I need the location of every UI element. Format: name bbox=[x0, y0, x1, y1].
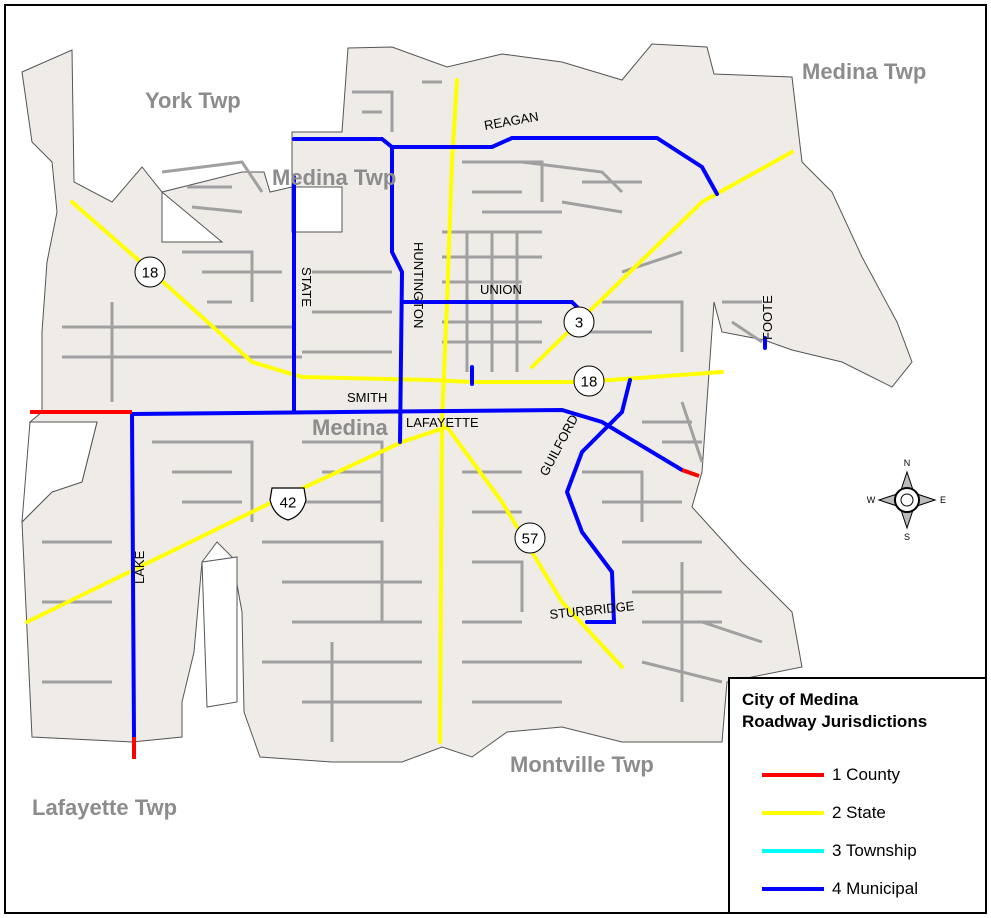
legend-item-state: 2 State bbox=[762, 803, 886, 823]
legend-title-line2: Roadway Jurisdictions bbox=[742, 712, 928, 731]
svg-text:18: 18 bbox=[142, 265, 159, 282]
legend-title-line1: City of Medina bbox=[742, 690, 859, 709]
street-label-state: STATE bbox=[299, 267, 314, 307]
legend-swatch-state bbox=[762, 811, 824, 815]
svg-text:42: 42 bbox=[280, 495, 297, 512]
minor-streets bbox=[42, 80, 763, 742]
city-map[interactable]: York Twp Medina Twp Medina Twp Lafayette… bbox=[6, 6, 987, 914]
legend-item-municipal: 4 Municipal bbox=[762, 879, 918, 899]
svg-text:18: 18 bbox=[581, 374, 598, 391]
legend-title: City of Medina Roadway Jurisdictions bbox=[742, 689, 927, 733]
legend-label-county: 1 County bbox=[832, 765, 901, 784]
township-label-medina-northeast: Medina Twp bbox=[802, 59, 926, 84]
county-routes[interactable] bbox=[30, 410, 700, 759]
us-route-shield-42: 42 bbox=[269, 487, 307, 521]
legend-swatch-municipal bbox=[762, 887, 824, 891]
township-label-montville: Montville Twp bbox=[510, 752, 654, 777]
route-shield-18-west: 18 bbox=[134, 256, 166, 288]
city-label-medina: Medina bbox=[312, 415, 389, 440]
street-label-smith: SMITH bbox=[347, 390, 387, 405]
township-label-york: York Twp bbox=[145, 88, 241, 113]
svg-text:3: 3 bbox=[575, 315, 583, 332]
legend-item-county: 1 County bbox=[762, 765, 900, 785]
city-boundary bbox=[21, 43, 913, 763]
street-label-union: UNION bbox=[480, 282, 522, 297]
legend-label-state: 2 State bbox=[832, 803, 886, 822]
svg-text:E: E bbox=[940, 495, 946, 505]
street-label-huntington: HUNTINGTON bbox=[411, 242, 426, 328]
street-label-lafayette: LAFAYETTE bbox=[406, 415, 479, 430]
york-cutout bbox=[161, 190, 224, 243]
route-shield-57: 57 bbox=[514, 522, 546, 554]
township-label-medina-center: Medina Twp bbox=[272, 165, 396, 190]
svg-text:57: 57 bbox=[522, 531, 539, 548]
legend-swatch-township bbox=[762, 849, 824, 853]
svg-text:S: S bbox=[904, 532, 910, 542]
legend-item-township: 3 Township bbox=[762, 841, 917, 861]
legend-label-township: 3 Township bbox=[832, 841, 917, 860]
street-label-lake: LAKE bbox=[132, 550, 147, 584]
svg-text:W: W bbox=[867, 495, 876, 505]
township-label-lafayette: Lafayette Twp bbox=[32, 795, 177, 820]
municipal-routes[interactable] bbox=[130, 136, 767, 739]
street-label-foote: FOOTE bbox=[760, 295, 775, 340]
route-shield-3: 3 bbox=[563, 306, 595, 338]
route-shield-18-east: 18 bbox=[573, 365, 605, 397]
state-cutout bbox=[291, 186, 343, 233]
west-cutout bbox=[21, 421, 98, 524]
compass-rose: N S E W bbox=[867, 458, 946, 542]
map-frame: York Twp Medina Twp Medina Twp Lafayette… bbox=[4, 4, 987, 914]
legend-label-municipal: 4 Municipal bbox=[832, 879, 918, 898]
legend-swatch-county bbox=[762, 773, 824, 777]
legend: City of Medina Roadway Jurisdictions 1 C… bbox=[728, 677, 985, 912]
svg-text:N: N bbox=[904, 458, 911, 468]
lake-cutout bbox=[201, 556, 238, 708]
